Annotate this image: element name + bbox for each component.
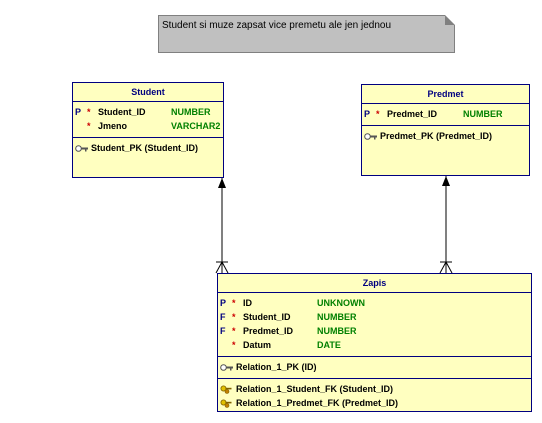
column-type: DATE xyxy=(317,340,341,350)
fk-flag: F xyxy=(220,312,226,322)
foreign-key-label: Relation_1_Predmet_FK (Predmet_ID) xyxy=(236,398,399,408)
foreign-key-label: Relation_1_Student_FK (Student_ID) xyxy=(236,384,394,394)
entity-title: Zapis xyxy=(218,274,531,293)
required-mark: * xyxy=(232,326,236,336)
column-name: Jmeno xyxy=(98,121,128,131)
note-fold-corner xyxy=(445,15,455,25)
column-row[interactable]: P * ID UNKNOWN xyxy=(218,296,531,310)
column-type: NUMBER xyxy=(317,326,357,336)
key-icon xyxy=(75,145,88,152)
key-icon xyxy=(364,133,377,140)
column-row[interactable]: P * Student_ID NUMBER xyxy=(73,105,223,119)
column-name: Datum xyxy=(243,340,272,350)
column-type: VARCHAR2 xyxy=(171,121,221,131)
entity-title: Student xyxy=(73,83,223,102)
required-mark: * xyxy=(87,121,91,131)
key-label: Relation_1_PK (ID) xyxy=(236,362,317,372)
column-list: P * Predmet_ID NUMBER xyxy=(362,104,529,126)
column-name: Student_ID xyxy=(98,107,146,117)
column-name: ID xyxy=(243,298,252,308)
key-icon xyxy=(220,364,233,371)
key-label: Student_PK (Student_ID) xyxy=(91,143,198,153)
required-mark: * xyxy=(232,298,236,308)
comment-note[interactable]: Student si muze zapsat vice premetu ale … xyxy=(158,15,455,53)
primary-key-row[interactable]: Student_PK (Student_ID) xyxy=(73,141,223,155)
column-type: NUMBER xyxy=(171,107,211,117)
entity-title: Predmet xyxy=(362,85,529,104)
fk-flag: F xyxy=(220,326,226,336)
key-list: Relation_1_PK (ID) xyxy=(218,357,531,379)
key-list: Student_PK (Student_ID) xyxy=(73,138,223,159)
column-name: Predmet_ID xyxy=(243,326,294,336)
column-row[interactable]: P * Predmet_ID NUMBER xyxy=(362,107,529,121)
column-row[interactable]: * Datum DATE xyxy=(218,338,531,352)
column-row[interactable]: F * Predmet_ID NUMBER xyxy=(218,324,531,338)
required-mark: * xyxy=(232,340,236,350)
required-mark: * xyxy=(232,312,236,322)
foreign-key-icon xyxy=(220,385,232,394)
column-type: NUMBER xyxy=(463,109,503,119)
required-mark: * xyxy=(376,109,380,119)
relation-student-zapis[interactable] xyxy=(215,178,229,274)
column-list: P * Student_ID NUMBER * Jmeno VARCHAR2 xyxy=(73,102,223,138)
pk-flag: P xyxy=(364,109,371,119)
foreign-key-icon xyxy=(220,399,232,408)
pk-flag: P xyxy=(220,298,227,308)
relation-predmet-zapis[interactable] xyxy=(439,176,453,274)
foreign-key-row[interactable]: Relation_1_Predmet_FK (Predmet_ID) xyxy=(218,396,531,410)
key-label: Predmet_PK (Predmet_ID) xyxy=(380,131,493,141)
required-mark: * xyxy=(87,107,91,117)
key-list: Predmet_PK (Predmet_ID) xyxy=(362,126,529,147)
column-type: UNKNOWN xyxy=(317,298,365,308)
primary-key-row[interactable]: Relation_1_PK (ID) xyxy=(218,360,531,374)
column-name: Predmet_ID xyxy=(387,109,438,119)
foreign-key-row[interactable]: Relation_1_Student_FK (Student_ID) xyxy=(218,382,531,396)
column-list: P * ID UNKNOWN F * Student_ID NUMBER F *… xyxy=(218,293,531,357)
entity-student[interactable]: Student P * Student_ID NUMBER * Jmeno VA… xyxy=(72,82,224,178)
foreign-key-list: Relation_1_Student_FK (Student_ID) Relat… xyxy=(218,379,531,414)
entity-predmet[interactable]: Predmet P * Predmet_ID NUMBER Predmet_PK… xyxy=(361,84,530,176)
column-name: Student_ID xyxy=(243,312,291,322)
entity-zapis[interactable]: Zapis P * ID UNKNOWN F * Student_ID NUMB… xyxy=(217,273,532,412)
pk-flag: P xyxy=(75,107,82,117)
column-row[interactable]: F * Student_ID NUMBER xyxy=(218,310,531,324)
primary-key-row[interactable]: Predmet_PK (Predmet_ID) xyxy=(362,129,529,143)
note-text: Student si muze zapsat vice premetu ale … xyxy=(162,20,392,31)
column-row[interactable]: * Jmeno VARCHAR2 xyxy=(73,119,223,133)
column-type: NUMBER xyxy=(317,312,357,322)
